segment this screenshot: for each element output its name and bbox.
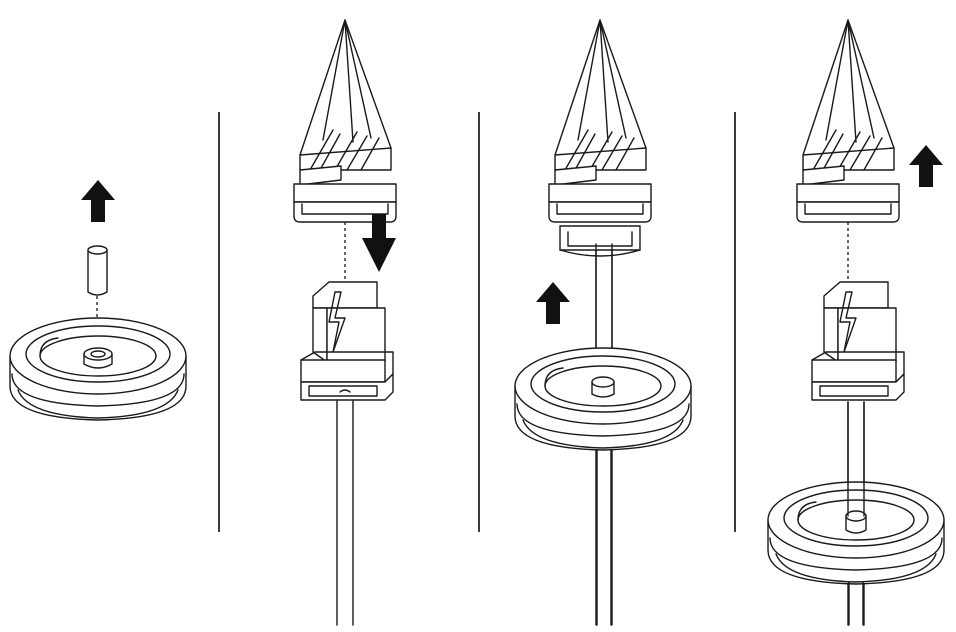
cable (336, 389, 354, 626)
arrow-up-icon (536, 282, 570, 324)
connector-boot (548, 19, 652, 223)
panel-1 (9, 180, 187, 421)
plug (87, 245, 108, 296)
rj45-connector (300, 281, 394, 401)
arrow-up-icon (909, 145, 943, 187)
grommet (767, 401, 945, 626)
grommet (514, 347, 692, 626)
panel-4 (767, 19, 945, 626)
connector-boot (796, 19, 900, 223)
panel-3 (514, 19, 692, 626)
rj45-connector (811, 281, 905, 401)
arrow-down-icon (362, 214, 396, 272)
grommet (9, 317, 187, 421)
connector-boot (293, 19, 397, 223)
arrow-up-icon (81, 180, 115, 222)
rj45-connector (559, 225, 641, 257)
panel-2 (293, 19, 397, 626)
